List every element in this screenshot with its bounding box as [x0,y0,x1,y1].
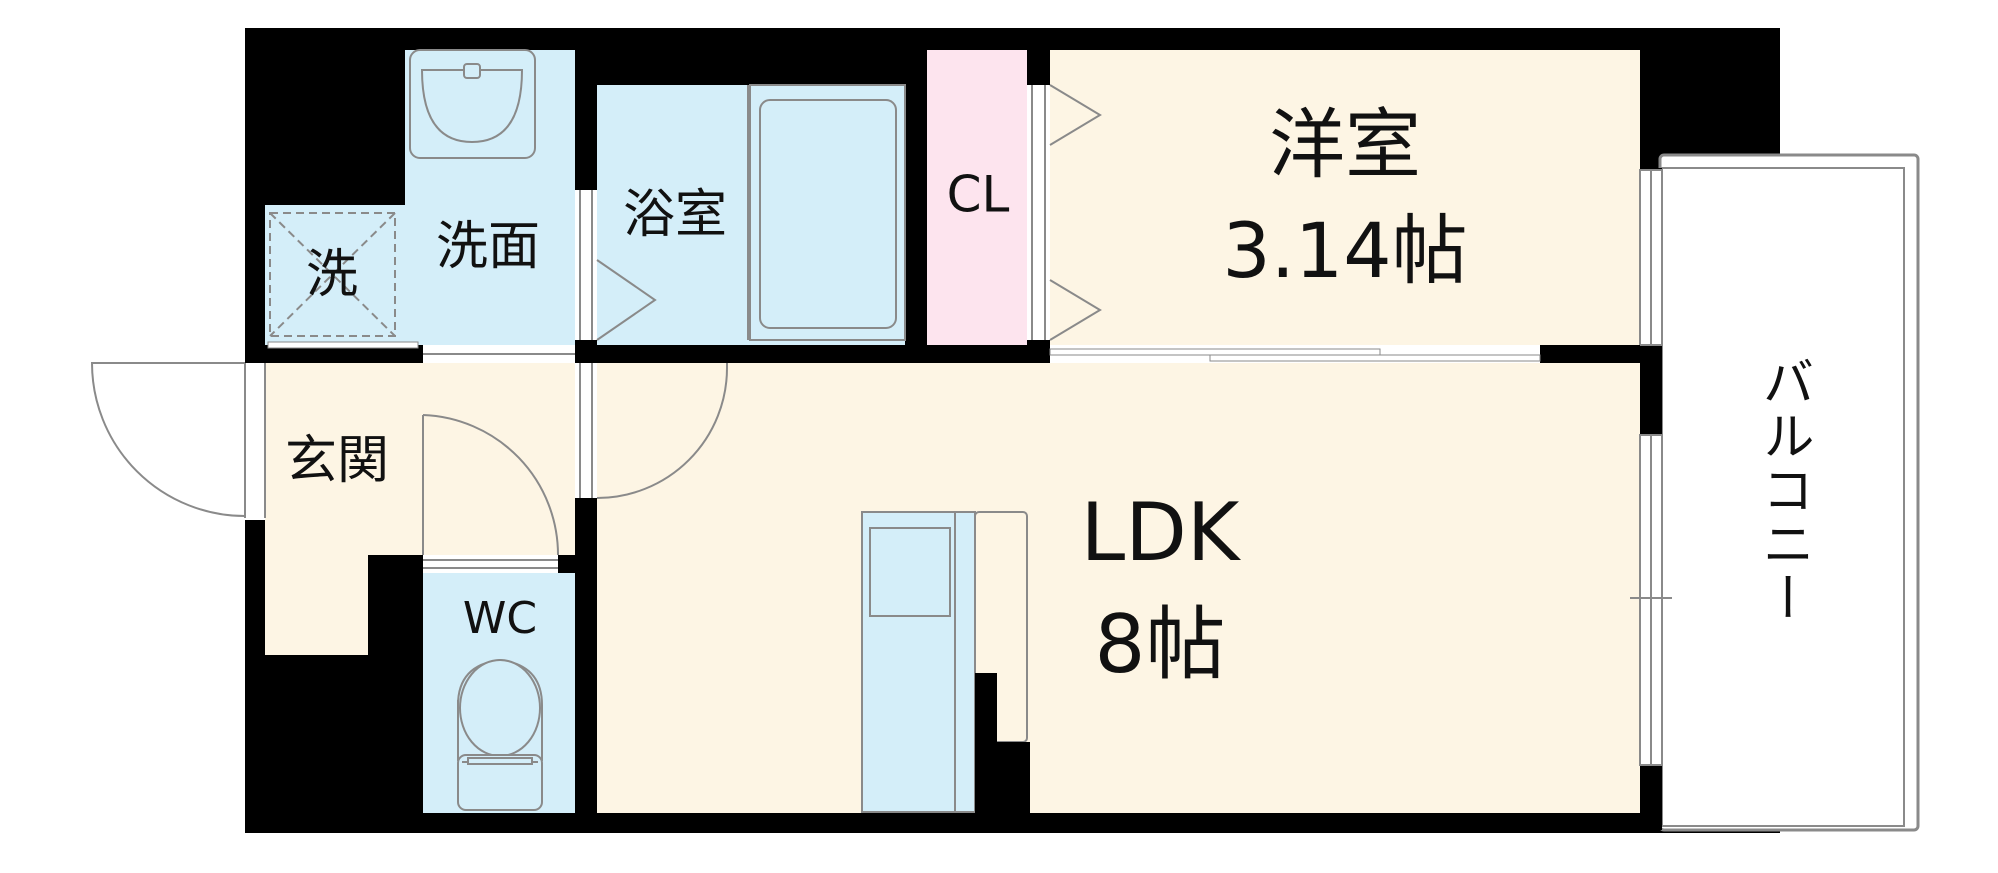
bath-door-fold [596,259,657,341]
bath-label: 浴室 [623,185,727,245]
room-entrance-floor [265,360,575,555]
entrance-opening [245,360,265,520]
balcony [1640,153,1920,832]
ldk-room-name: LDK [1081,486,1242,579]
balcony-inner [1661,167,1905,827]
kitchen-wall [975,673,997,813]
washroom-label: 洗面 [436,217,540,277]
kitchen-wall-lower [995,742,1030,813]
entrance-door [90,360,266,520]
washing-machine-icon [269,212,396,337]
room-western-floor [1050,50,1640,345]
entrance-label: 玄関 [285,431,389,491]
closet-door-fold-top [1049,84,1102,146]
entrance-door-swing [90,362,246,518]
western-room-name: 洋室 [1269,100,1421,189]
room-ldk-floor [597,363,1640,813]
ldk-door-swing [596,367,728,499]
wall-mass-right [1640,28,1780,168]
wc-door-swing [422,414,559,556]
kitchen-counter-icon [861,511,1030,813]
closet-label: CL [947,166,1010,224]
bathtub-icon [747,84,906,341]
laundry-label: 洗 [306,245,358,305]
room-closet-floor [927,50,1027,345]
door-swings [422,84,1102,556]
room-entrance-floor-lower [265,555,368,655]
ldk-room-size: 8帖 [1095,598,1226,691]
western-room-size: 3.14帖 [1222,206,1467,295]
door-openings [267,85,1541,573]
wash-basin-icon [409,49,536,159]
balcony-label: バルコニー [1753,355,1813,625]
toilet-icon [457,658,543,811]
closet-door-fold-bottom [1049,279,1102,341]
wc-label: WC [463,593,537,644]
balcony-windows [1630,169,1672,766]
room-laundry-floor [265,205,410,345]
